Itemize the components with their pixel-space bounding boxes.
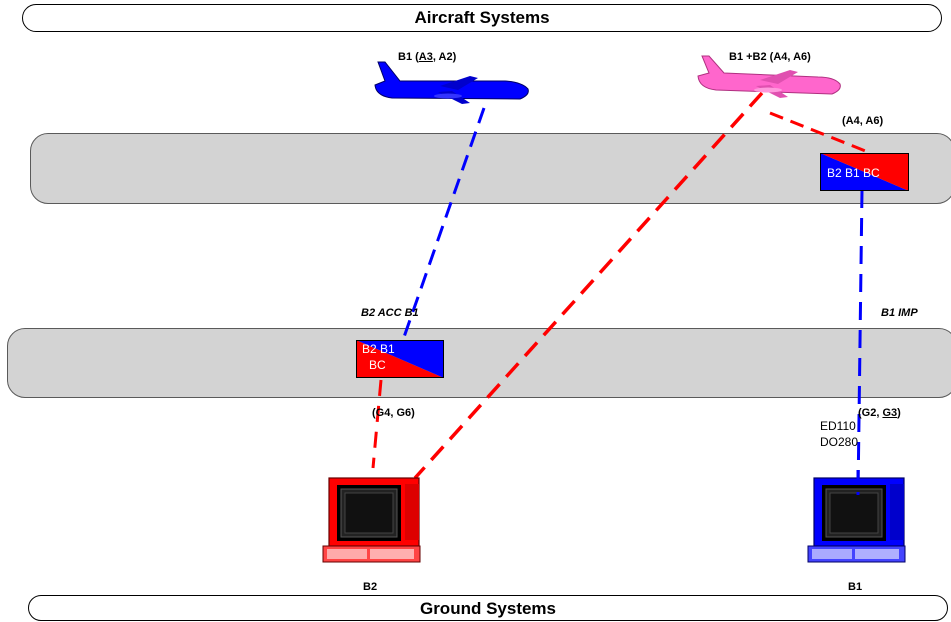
lower-left-label: B2 ACC B1 — [361, 307, 419, 319]
red-terminal-icon — [322, 477, 421, 563]
link-blue-aircraft-to-lower-box — [401, 107, 486, 341]
link-red-pink-aircraft-to-upper-box — [769, 111, 869, 154]
pink-aircraft-label: B1 +B2 (A4, A6) — [729, 51, 811, 63]
g-right-label: (G2, G3) — [858, 407, 901, 419]
blue-aircraft-label: B1 (A3, A2) — [398, 51, 457, 63]
link-blue-upper-box-to-b1-terminal — [856, 189, 864, 496]
blue-terminal-icon — [807, 477, 906, 563]
terminal-b2-label: B2 — [363, 581, 378, 593]
lower-system-band — [7, 328, 951, 398]
lower-interface-box — [356, 340, 444, 378]
standards-label-line2: DO280 — [820, 435, 859, 449]
standards-label-line1: ED110 — [820, 419, 856, 433]
upper-right-label: (A4, A6) — [842, 115, 884, 127]
upper-system-band — [30, 133, 951, 204]
aircraft-systems-header: Aircraft Systems — [22, 4, 942, 32]
lower-box-label-line1: B2 B1 — [362, 342, 395, 356]
link-red-lower-box-to-b2-terminal — [371, 379, 383, 469]
terminal-b1-label: B1 — [848, 581, 863, 593]
upper-box-label: B2 B1 BC — [827, 166, 880, 180]
lower-right-label: B1 IMP — [881, 307, 918, 319]
link-red-pink-aircraft-to-b2-terminal — [413, 91, 764, 480]
g-left-label: (G4, G6) — [372, 407, 415, 419]
lower-box-label-line2: BC — [369, 358, 386, 372]
upper-interface-box — [820, 153, 909, 191]
pink-aircraft-icon — [697, 55, 841, 98]
blue-aircraft-icon — [374, 61, 529, 104]
